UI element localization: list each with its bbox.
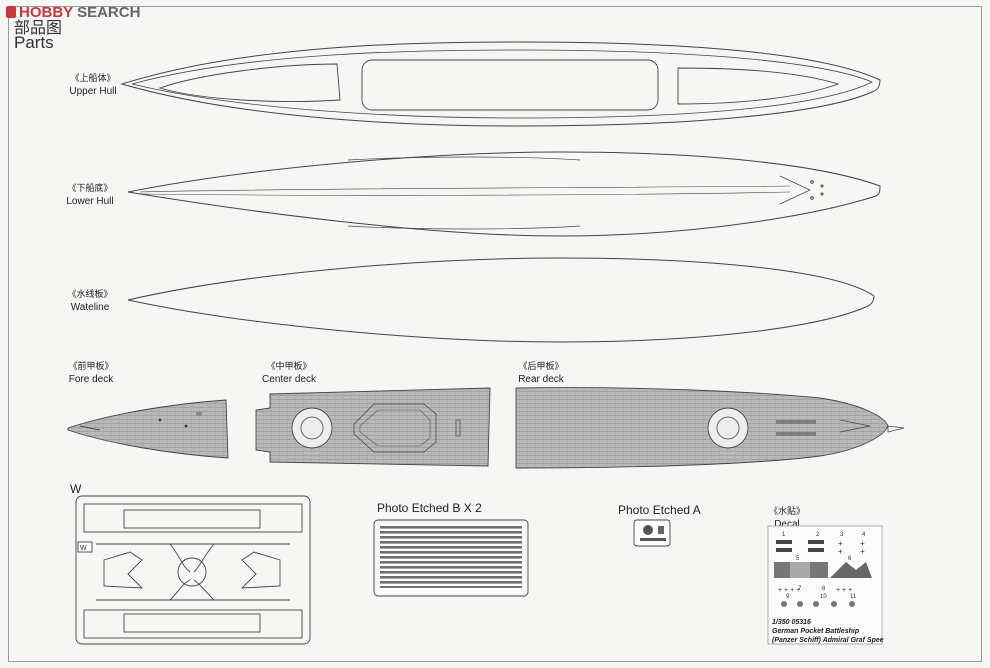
photo-etched-b-label: Photo Etched B X 2 [377, 501, 482, 515]
decal-label: 《水贴》Decal [768, 506, 805, 530]
wateline-label: 《水线板》Wateline [67, 289, 113, 313]
decal-number: 3 [840, 532, 844, 538]
sheet-border [8, 6, 982, 662]
decal-number: 7 [798, 586, 802, 592]
page-title-cn: 部品图 [14, 20, 63, 37]
decal-number: 8 [822, 586, 826, 592]
decal-number: 11 [850, 594, 857, 600]
rear-deck-label: 《后甲板》Rear deck [518, 361, 564, 385]
upper-hull-part [120, 41, 881, 127]
page-title: Parts [14, 33, 54, 52]
decal-number: 5 [796, 556, 800, 562]
svg-text:+: + [838, 539, 843, 548]
decal-number: 1 [782, 532, 786, 538]
fore-deck-label: 《前甲板》Fore deck [68, 361, 114, 385]
rear-deck-part [515, 387, 905, 469]
upper-hull-label: 《上船体》Upper Hull [69, 73, 117, 97]
decal-number: 9 [786, 594, 790, 600]
svg-text:+: + [838, 547, 843, 556]
sprue-w-tag: W [80, 545, 87, 552]
watermark: HOBBY SEARCH [19, 4, 141, 21]
decal-number: 2 [816, 532, 820, 538]
fore-deck-part [67, 399, 229, 459]
sprue-w-label: W [70, 482, 82, 496]
decal-sheet-part: ++ ++ + + + + + + + [767, 525, 883, 645]
svg-text:+ + +: + + + [836, 587, 852, 594]
decal-number: 6 [848, 556, 852, 562]
sprue-w-part [75, 495, 311, 645]
lower-hull-label: 《下船底》Lower Hull [66, 183, 114, 207]
decal-number: 4 [862, 532, 866, 538]
svg-text:+: + [860, 539, 865, 548]
photo-etched-a-label: Photo Etched A [618, 503, 701, 517]
lower-hull-part [127, 151, 881, 237]
center-deck-label: 《中甲板》Center deck [262, 361, 316, 385]
brand-logo-icon [6, 6, 16, 18]
svg-text:+: + [860, 547, 865, 556]
center-deck-part [255, 387, 491, 467]
decal-caption: 1/350 05316 German Pocket Battleship (Pa… [772, 619, 884, 644]
svg-text:+ + + +: + + + + [778, 587, 800, 594]
photo-etched-b-part [373, 519, 529, 597]
photo-etched-a-part [633, 519, 671, 547]
decal-number: 10 [820, 594, 827, 600]
wateline-part [127, 257, 875, 343]
